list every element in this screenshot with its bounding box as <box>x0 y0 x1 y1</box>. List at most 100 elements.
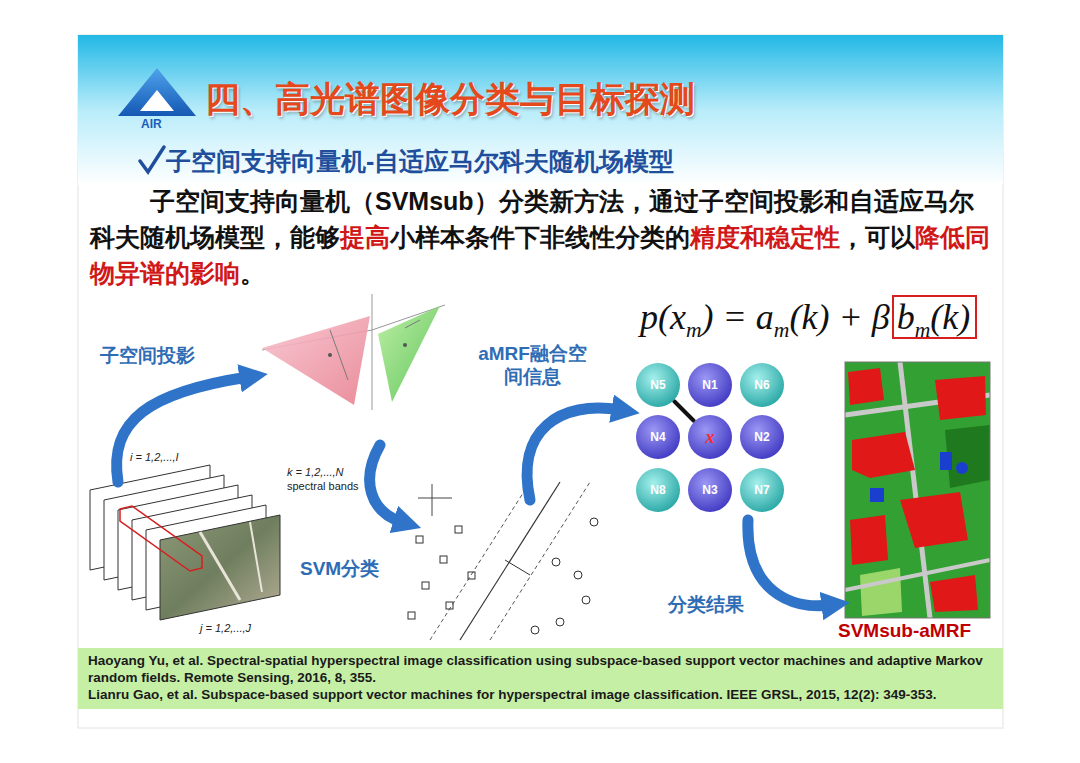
node-label: N5 <box>635 362 681 408</box>
node-label: N6 <box>739 362 785 408</box>
highlight-box: bm(k) <box>892 295 978 339</box>
mrf-node: N7 <box>739 467 785 513</box>
class-circles <box>531 518 598 634</box>
logo-cut <box>140 90 174 111</box>
sample-circle <box>531 626 539 634</box>
node-label: x <box>687 414 733 460</box>
svm-plot <box>408 482 598 640</box>
mrf-node: N8 <box>635 467 681 513</box>
classification-map <box>845 362 990 618</box>
aerial-image <box>160 515 280 620</box>
sample-square <box>446 602 453 609</box>
axis-line <box>372 330 373 410</box>
formula: p(xm) = am(k) + βbm(k) <box>640 296 977 343</box>
margin-line <box>490 482 590 640</box>
sample-circle <box>556 618 564 626</box>
road <box>200 532 240 600</box>
formula-text: (k) <box>930 297 970 337</box>
map-region <box>860 568 902 616</box>
flow-arrow <box>748 520 830 606</box>
node-label: N1 <box>687 362 733 408</box>
mrf-node: N1 <box>687 362 733 408</box>
formula-text: (k) + β <box>789 297 889 337</box>
map-region <box>900 492 968 548</box>
axis-line <box>372 294 373 330</box>
header-band <box>78 35 1003 185</box>
step-label: aMRF融合空间信息 <box>470 343 595 389</box>
result-label: SVMsub-aMRF <box>838 620 971 642</box>
mrf-node: N2 <box>739 414 785 460</box>
sample-square <box>422 582 429 589</box>
map-ground <box>845 362 990 618</box>
sample-circle <box>590 518 598 526</box>
axis-label: j = 1,2,...,J <box>200 622 251 634</box>
node-circle-shape <box>636 363 680 407</box>
map-region <box>870 488 884 502</box>
node-circle-shape <box>740 415 784 459</box>
map-region <box>850 515 888 565</box>
node-circle-shape <box>636 468 680 512</box>
subtitle: 子空间支持向量机-自适应马尔科夫随机场模型 <box>166 145 674 178</box>
axis-label: spectral bands <box>287 480 359 492</box>
map-region <box>940 452 952 470</box>
mrf-node: N3 <box>687 467 733 513</box>
highlight-text: 精度和稳定性 <box>690 223 840 251</box>
node-circle-shape <box>688 363 732 407</box>
node-label: N2 <box>739 414 785 460</box>
axis-label: i = 1,2,...,I <box>130 451 179 463</box>
margin-line <box>430 482 530 640</box>
projection-line <box>330 330 348 380</box>
margin-arrow <box>505 560 530 575</box>
body-text: ，可以 <box>840 223 915 251</box>
class-squares <box>408 526 475 619</box>
paragraph: 子空间支持向量机（SVMsub）分类新方法，通过子空间投影和自适应马尔科夫随机场… <box>90 183 995 291</box>
sample-square <box>440 556 447 563</box>
mrf-node: x <box>687 414 733 460</box>
map-border <box>845 362 990 618</box>
map-region <box>935 376 986 420</box>
node-label: N4 <box>635 414 681 460</box>
step-label: 分类结果 <box>668 592 744 618</box>
sample-circle <box>574 571 582 579</box>
body-text: 。 <box>240 259 265 287</box>
reference-text: Lianru Gao, et al. Subspace-based suppor… <box>88 687 993 704</box>
subspace-plane <box>378 306 440 402</box>
reference-band: Haoyang Yu, et al. Spectral-spatial hype… <box>78 648 1003 709</box>
plot-axis <box>432 484 433 516</box>
check-mark <box>140 147 164 172</box>
mrf-node: N4 <box>635 414 681 460</box>
sample-dot <box>328 353 332 357</box>
flow-arrows <box>117 377 830 606</box>
step-label: 子空间投影 <box>100 343 195 369</box>
node-label: N8 <box>635 467 681 513</box>
node-circle-shape <box>688 415 732 459</box>
map-region <box>930 575 978 612</box>
node-circle-shape <box>740 468 784 512</box>
sample-square <box>416 536 423 543</box>
flow-arrow <box>527 408 620 500</box>
node-circle-shape <box>740 363 784 407</box>
reference-text: Haoyang Yu, et al. Spectral-spatial hype… <box>88 653 993 687</box>
hyperplane <box>460 482 560 640</box>
step-label: SVM分类 <box>300 556 379 582</box>
body-text: 小样本条件下非线性分类的 <box>390 223 690 251</box>
mrf-node: N5 <box>635 362 681 408</box>
sample-circle <box>582 596 590 604</box>
map-region <box>956 462 968 474</box>
formula-text: b <box>897 297 915 337</box>
logo-triangle <box>118 68 196 116</box>
logo-text: AIR <box>141 117 162 131</box>
formula-text: ) = a <box>702 297 774 337</box>
slide-ground <box>78 35 1003 728</box>
sample-square <box>455 526 462 533</box>
road <box>250 522 262 592</box>
map-region <box>848 368 884 405</box>
neighbor-link <box>674 401 693 420</box>
node-circle-shape <box>636 415 680 459</box>
sample-square <box>468 572 475 579</box>
subscript: m <box>915 318 931 342</box>
map-region <box>852 432 915 478</box>
node-label: N3 <box>687 467 733 513</box>
image-stack <box>90 465 280 620</box>
